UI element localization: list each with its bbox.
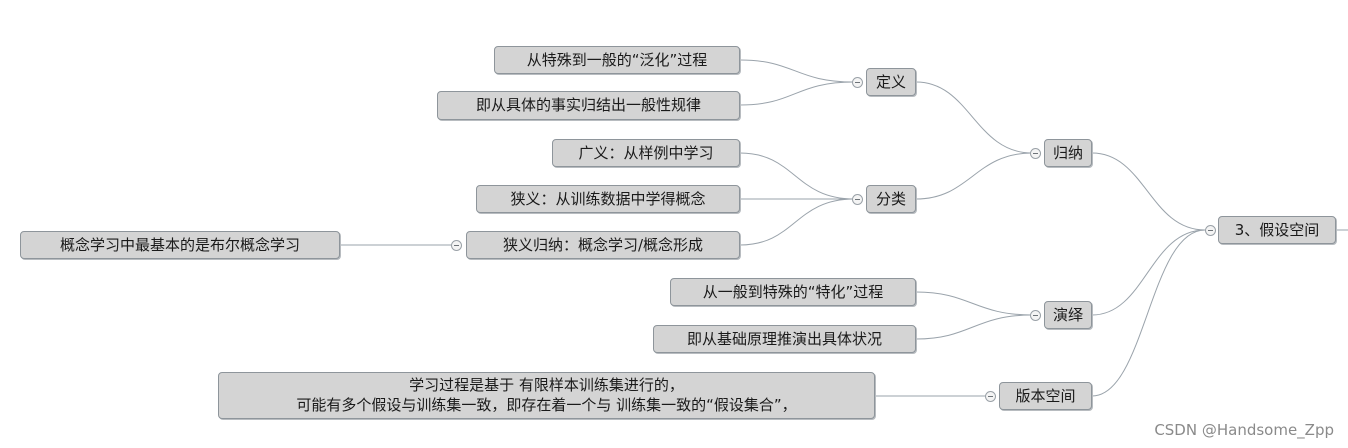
connector-definition-item1 [739,59,855,83]
deduction-label: 演绎 [1052,306,1083,324]
classification-item-broad[interactable]: 广义：从样例中学习 [552,139,740,167]
version-space-note-line-1: 学习过程是基于 有限样本训练集进行的， [409,376,684,394]
version-space-note-line-2: 可能有多个假设与训练集一致，即存在着一个与 训练集一致的“假设集合”， [296,396,797,414]
concept-learning-text: 概念学习中最基本的是布尔概念学习 [59,236,300,254]
induction-node[interactable]: 归纳 [1044,139,1092,167]
version-space-node[interactable]: 版本空间 [999,382,1092,410]
connector-induction-classification [915,152,1033,200]
induction-collapse-icon[interactable] [1030,148,1041,159]
deduction-node[interactable]: 演绎 [1044,301,1092,329]
connector-root-deduction [1091,229,1206,316]
definition-label: 定义 [875,73,906,91]
classification-node[interactable]: 分类 [866,185,916,213]
version-space-collapse-icon[interactable] [985,391,996,402]
deduction-item-1-text: 从一般到特殊的“特化”过程 [702,283,884,301]
classification-label: 分类 [875,190,906,208]
classification-item-3-text: 狭义归纳：概念学习/概念形成 [502,236,704,254]
definition-item-general-law[interactable]: 即从具体的事实归结出一般性规律 [437,91,740,120]
classification-item-narrow-induction[interactable]: 狭义归纳：概念学习/概念形成 [466,231,740,259]
connector-deduction-item1 [915,291,1033,316]
definition-item-1-text: 从特殊到一般的“泛化”过程 [526,51,708,69]
connector-root-version-space [1091,229,1206,397]
deduction-item-specific-case[interactable]: 即从基础原理推演出具体状况 [653,325,916,353]
connector-classification-item1 [739,152,855,200]
deduction-collapse-icon[interactable] [1030,310,1041,321]
connector-deduction-item2 [915,314,1033,340]
definition-item-2-text: 即从具体的事实归结出一般性规律 [475,96,701,114]
definition-collapse-icon[interactable] [852,77,863,88]
narrow-induction-collapse-icon[interactable] [451,240,462,251]
root-label: 3、假设空间 [1234,221,1320,239]
classification-item-1-text: 广义：从样例中学习 [578,144,714,162]
connector-induction-definition [915,81,1033,154]
classification-item-narrow[interactable]: 狭义：从训练数据中学得概念 [476,185,740,213]
watermark: CSDN @Handsome_Zpp [1154,421,1334,439]
connector-classification-item3 [739,198,855,246]
root-collapse-icon[interactable] [1205,225,1216,236]
deduction-item-2-text: 即从基础原理推演出具体状况 [686,330,882,348]
classification-collapse-icon[interactable] [852,194,863,205]
induction-label: 归纳 [1052,144,1083,162]
concept-learning-node[interactable]: 概念学习中最基本的是布尔概念学习 [20,231,340,259]
root-node[interactable]: 3、假设空间 [1218,216,1336,244]
connector-definition-item2 [739,81,855,106]
version-space-label: 版本空间 [1015,387,1076,405]
definition-node[interactable]: 定义 [866,68,916,96]
connector-root-induction [1091,152,1206,231]
classification-item-2-text: 狭义：从训练数据中学得概念 [510,190,706,208]
deduction-item-specialization[interactable]: 从一般到特殊的“特化”过程 [670,278,916,306]
version-space-note[interactable]: 学习过程是基于 有限样本训练集进行的， 可能有多个假设与训练集一致，即存在着一个… [218,372,875,419]
definition-item-generalization[interactable]: 从特殊到一般的“泛化”过程 [494,46,740,74]
